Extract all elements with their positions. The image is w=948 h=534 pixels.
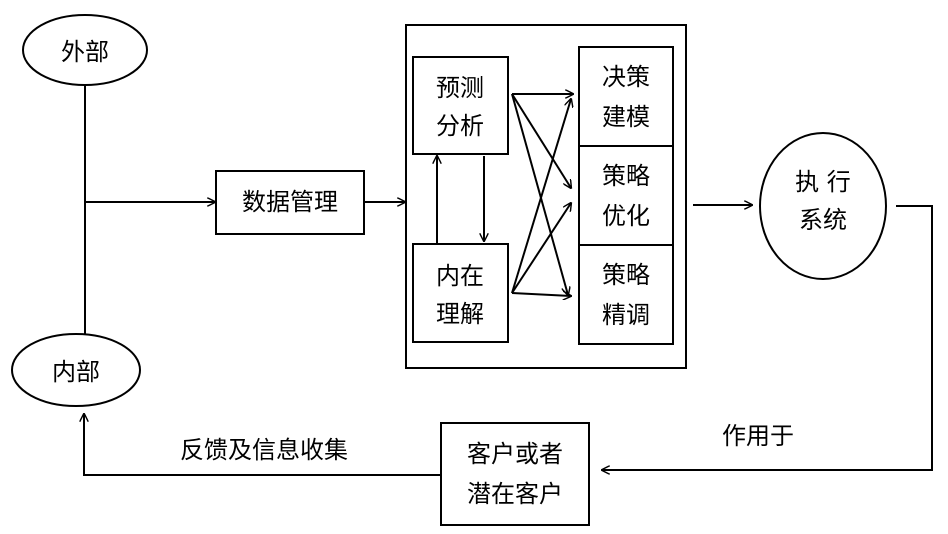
arrow-understanding-to-tuning bbox=[511, 293, 571, 296]
customers-line2: 潜在客户 bbox=[467, 480, 563, 508]
execution-system-line2: 系统 bbox=[799, 206, 847, 234]
internal-node: 内部 bbox=[11, 333, 141, 407]
predictive-analysis-line1: 预测 bbox=[436, 74, 484, 102]
external-label: 外部 bbox=[61, 38, 109, 66]
arrow-prediction-to-optimization bbox=[511, 93, 571, 188]
internal-understanding-line1: 内在 bbox=[436, 262, 484, 290]
external-node: 外部 bbox=[22, 14, 148, 86]
predictive-analysis-line2: 分析 bbox=[436, 112, 484, 140]
predictive-analysis-node: 预测 分析 bbox=[412, 56, 509, 155]
arrow-understanding-to-optimization bbox=[511, 203, 571, 294]
feedback-label: 反馈及信息收集 bbox=[180, 436, 348, 464]
strategy-tuning-node: 策略 精调 bbox=[578, 244, 674, 345]
strategy-optimization-node: 策略 优化 bbox=[578, 145, 674, 246]
customers-line1: 客户或者 bbox=[467, 440, 563, 468]
strategy-tuning-line2: 精调 bbox=[602, 301, 650, 329]
internal-understanding-node: 内在 理解 bbox=[412, 243, 509, 343]
decision-modeling-node: 决策 建模 bbox=[578, 46, 674, 147]
execution-system-line1: 执 行 bbox=[795, 168, 851, 196]
decision-modeling-line1: 决策 bbox=[602, 63, 650, 91]
arrow-execution-to-customers bbox=[602, 205, 933, 470]
arrow-prediction-to-tuning bbox=[511, 93, 568, 295]
strategy-optimization-line1: 策略 bbox=[602, 162, 650, 190]
internal-label: 内部 bbox=[52, 358, 100, 386]
acts-on-label: 作用于 bbox=[722, 422, 794, 450]
decision-modeling-line2: 建模 bbox=[602, 103, 650, 131]
arrow-understanding-to-decision bbox=[511, 99, 571, 294]
data-management-node: 数据管理 bbox=[215, 170, 365, 235]
strategy-tuning-line1: 策略 bbox=[602, 261, 650, 289]
customers-node: 客户或者 潜在客户 bbox=[440, 422, 590, 526]
strategy-optimization-line2: 优化 bbox=[602, 202, 650, 230]
arrow-feedback-to-internal bbox=[84, 414, 441, 476]
data-management-label: 数据管理 bbox=[242, 188, 338, 216]
execution-system-node: 执 行 系统 bbox=[759, 132, 887, 280]
internal-understanding-line2: 理解 bbox=[436, 300, 484, 328]
